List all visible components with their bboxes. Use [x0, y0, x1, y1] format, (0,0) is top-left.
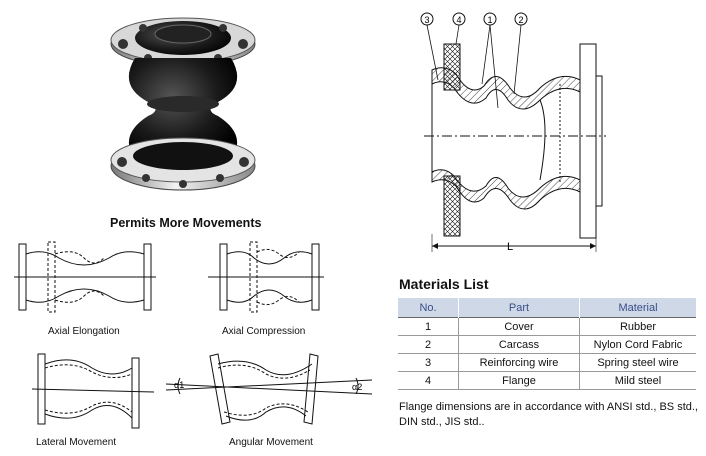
svg-text:1: 1	[487, 15, 492, 25]
cell-material: Mild steel	[579, 371, 696, 390]
callout-1: 1	[483, 12, 497, 26]
cell-no: 2	[398, 335, 459, 354]
table-row: 4 Flange Mild steel	[398, 371, 696, 390]
axial-compression-diagram	[208, 241, 324, 313]
cell-part: Cover	[458, 317, 580, 336]
header-no: No.	[398, 298, 459, 318]
callout-4: 4	[452, 12, 466, 26]
svg-text:3: 3	[424, 15, 429, 25]
svg-text:4: 4	[456, 15, 461, 25]
axial-elongation-diagram	[14, 241, 156, 313]
header-part: Part	[458, 298, 580, 318]
materials-title: Materials List	[399, 276, 489, 292]
cell-material: Rubber	[579, 317, 696, 336]
cell-part: Carcass	[458, 335, 580, 354]
lateral-movement-label: Lateral Movement	[36, 437, 117, 448]
cell-part: Reinforcing wire	[458, 353, 580, 372]
header-material: Material	[579, 298, 696, 318]
table-row: 1 Cover Rubber	[398, 317, 696, 336]
angular-movement-label: Angular Movement	[229, 437, 313, 448]
cell-no: 1	[398, 317, 459, 336]
angular-movement-diagram: α1 α2	[166, 353, 372, 425]
table-row: 2 Carcass Nylon Cord Fabric	[398, 335, 696, 354]
table-header-row: No. Part Material	[398, 298, 696, 318]
table-row: 3 Reinforcing wire Spring steel wire	[398, 353, 696, 372]
cell-no: 3	[398, 353, 459, 372]
cell-material: Nylon Cord Fabric	[579, 335, 696, 354]
expansion-joint-photo	[110, 17, 256, 191]
alpha1-label: α1	[174, 380, 184, 390]
callout-3: 3	[420, 12, 434, 26]
callout-2: 2	[514, 12, 528, 26]
flange-standards-note: Flange dimensions are in accordance with…	[399, 401, 698, 428]
cell-no: 4	[398, 371, 459, 390]
svg-text:2: 2	[518, 15, 523, 25]
axial-elongation-label: Axial Elongation	[48, 326, 120, 337]
materials-table: No. Part Material 1 Cover Rubber 2 Carca…	[398, 298, 696, 390]
length-label: L	[507, 241, 513, 253]
cell-material: Spring steel wire	[579, 353, 696, 372]
lateral-movement-diagram	[32, 353, 154, 429]
cell-part: Flange	[458, 371, 580, 390]
movements-title: Permits More Movements	[110, 216, 262, 230]
alpha2-label: α2	[352, 382, 362, 392]
section-drawing: 3 4 1 2 L	[420, 12, 606, 253]
axial-compression-label: Axial Compression	[222, 326, 306, 337]
